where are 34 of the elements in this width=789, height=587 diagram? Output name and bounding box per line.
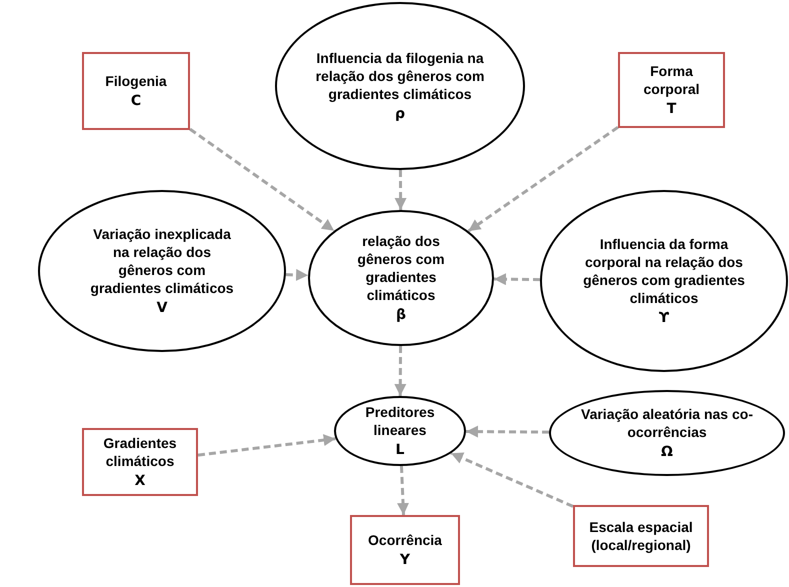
variable-box <box>82 428 198 496</box>
symbol-label: ϒ <box>658 309 670 328</box>
variable-box <box>618 52 725 128</box>
dashed-arrow <box>397 466 410 516</box>
node-label: Forma corporal <box>642 62 700 98</box>
dashed-arrow <box>198 434 336 457</box>
symbol-label: Ω <box>661 443 673 462</box>
node-label: Ocorrência <box>368 530 442 549</box>
node-label: Variação inexplicada na relação dos gêneros com gradientes climáticos <box>89 224 235 298</box>
symbol-label: ρ <box>394 105 406 124</box>
variable-box <box>350 515 460 585</box>
dashed-arrow <box>468 126 619 232</box>
dashed-arrow <box>450 452 574 508</box>
dashed-arrow <box>394 170 407 210</box>
dashed-arrow <box>466 426 550 438</box>
node-label: Filogenia <box>105 72 167 90</box>
dashed-arrow <box>394 346 406 396</box>
dashed-arrow <box>286 268 308 281</box>
symbol-label: X <box>134 472 146 490</box>
variable-box <box>82 52 190 130</box>
dashed-arrow <box>494 273 540 286</box>
node-label: Variação aleatória nas co-ocorrências <box>580 404 754 442</box>
node-label: Preditores lineares <box>364 402 436 440</box>
symbol-label: β <box>396 306 406 324</box>
dashed-arrow <box>189 128 335 232</box>
node-label: Influencia da forma corporal na relação dos gêneros com gradientes climáticos <box>582 234 746 308</box>
node-label: Gradientes climáticos <box>102 434 178 470</box>
symbol-label: L <box>396 441 404 460</box>
symbol-label: C <box>130 92 142 110</box>
symbol-label: Y <box>400 551 410 570</box>
variable-box <box>573 505 709 567</box>
node-label: Escala espacial (local/regional) <box>588 518 694 554</box>
symbol-label: T <box>666 100 676 118</box>
symbol-label: V <box>156 299 168 318</box>
